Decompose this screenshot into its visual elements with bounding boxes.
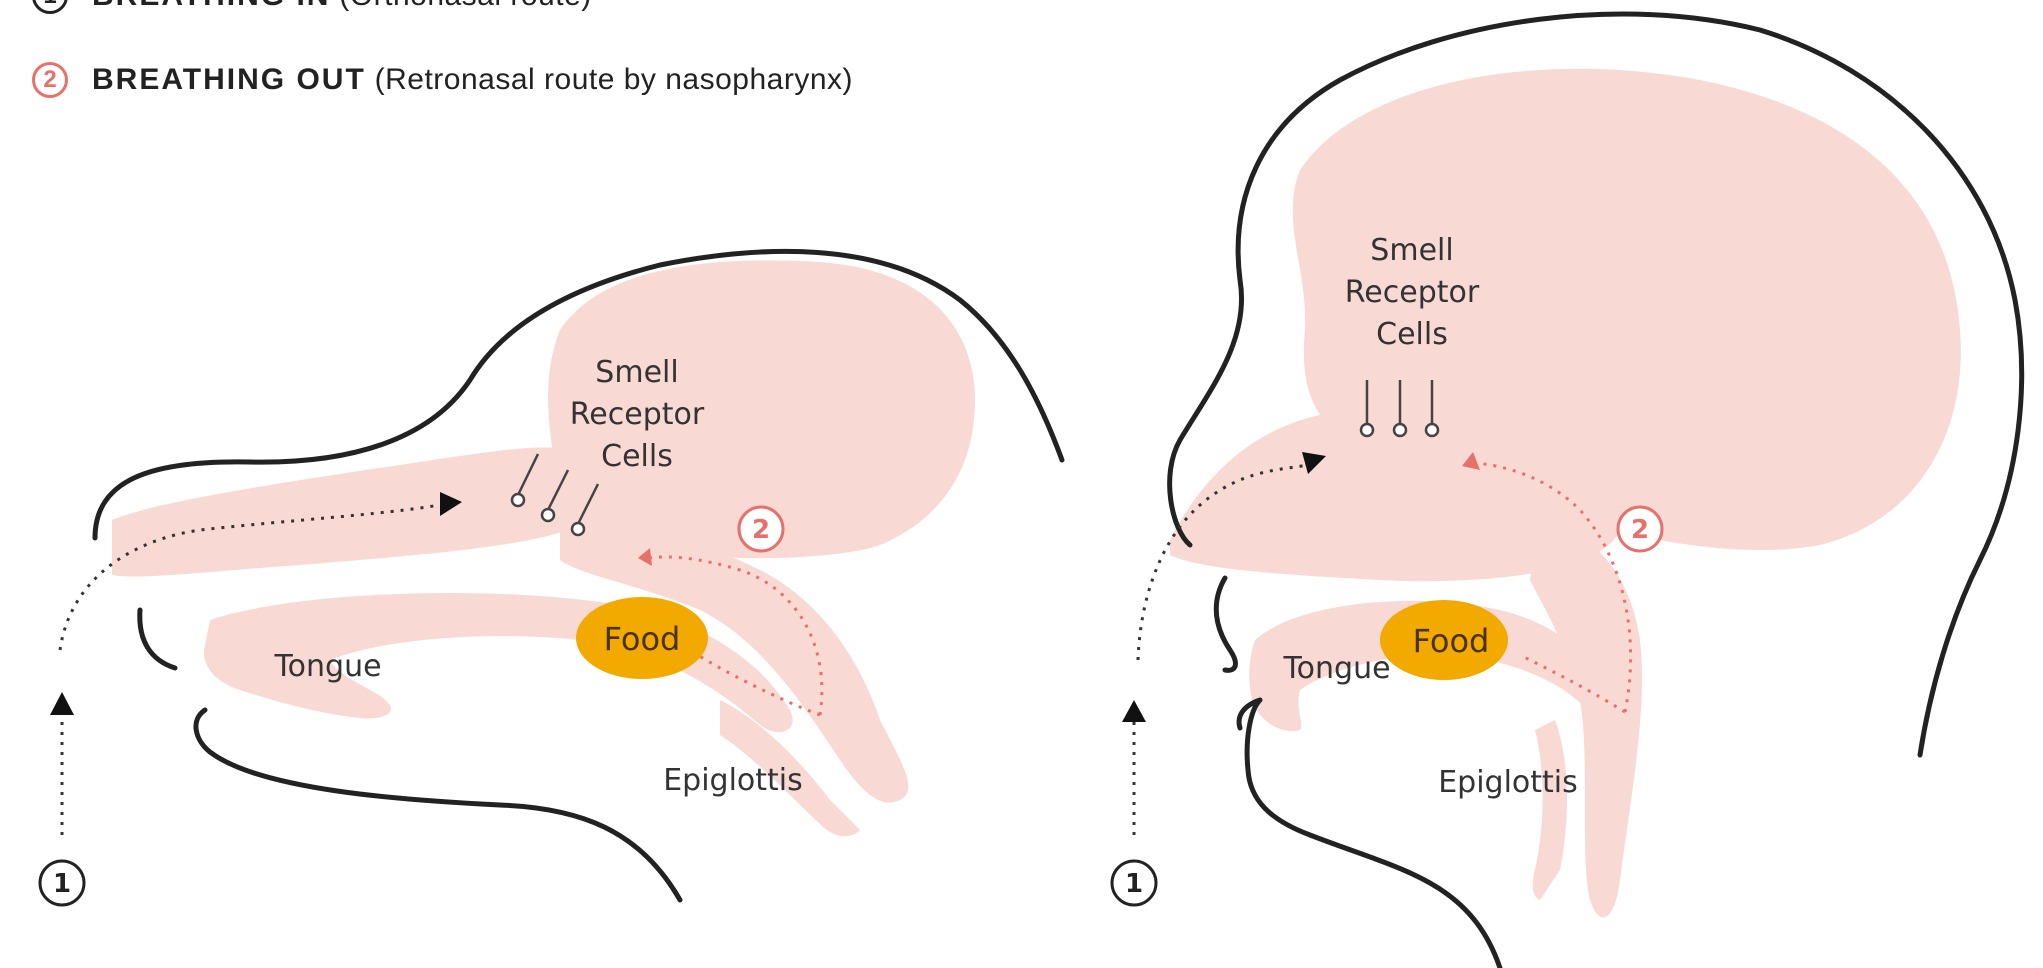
dog-tongue-label: Tongue xyxy=(273,649,381,684)
dog-food-label: Food xyxy=(604,620,681,658)
dog-head-diagram: Food Smell Receptor Cells Tongue Epiglot… xyxy=(40,251,1062,905)
human-tongue-label: Tongue xyxy=(1282,651,1390,686)
dog-epiglottis-label: Epiglottis xyxy=(663,763,803,798)
human-smell-label-line1: Smell xyxy=(1370,233,1453,268)
human-head-diagram: Food Smell Receptor Cells Tongue Epiglot… xyxy=(1112,14,2022,968)
human-marker-2: 2 xyxy=(1631,515,1649,545)
dog-marker-2: 2 xyxy=(752,515,770,545)
human-marker-1: 1 xyxy=(1125,869,1143,899)
human-larynx-tissue xyxy=(1533,720,1567,900)
human-epiglottis-label: Epiglottis xyxy=(1438,765,1578,800)
dog-marker-1: 1 xyxy=(53,869,71,899)
dog-smell-label-line3: Cells xyxy=(601,439,673,474)
human-smell-label-line2: Receptor xyxy=(1345,275,1480,310)
human-food-label: Food xyxy=(1413,622,1490,660)
dog-smell-label-line1: Smell xyxy=(595,355,678,390)
dog-smell-label-line2: Receptor xyxy=(570,397,705,432)
dog-route-1-vertical-arrowhead xyxy=(50,692,74,715)
human-smell-label-line3: Cells xyxy=(1376,317,1448,352)
human-route-1-vertical-arrowhead xyxy=(1122,700,1146,722)
